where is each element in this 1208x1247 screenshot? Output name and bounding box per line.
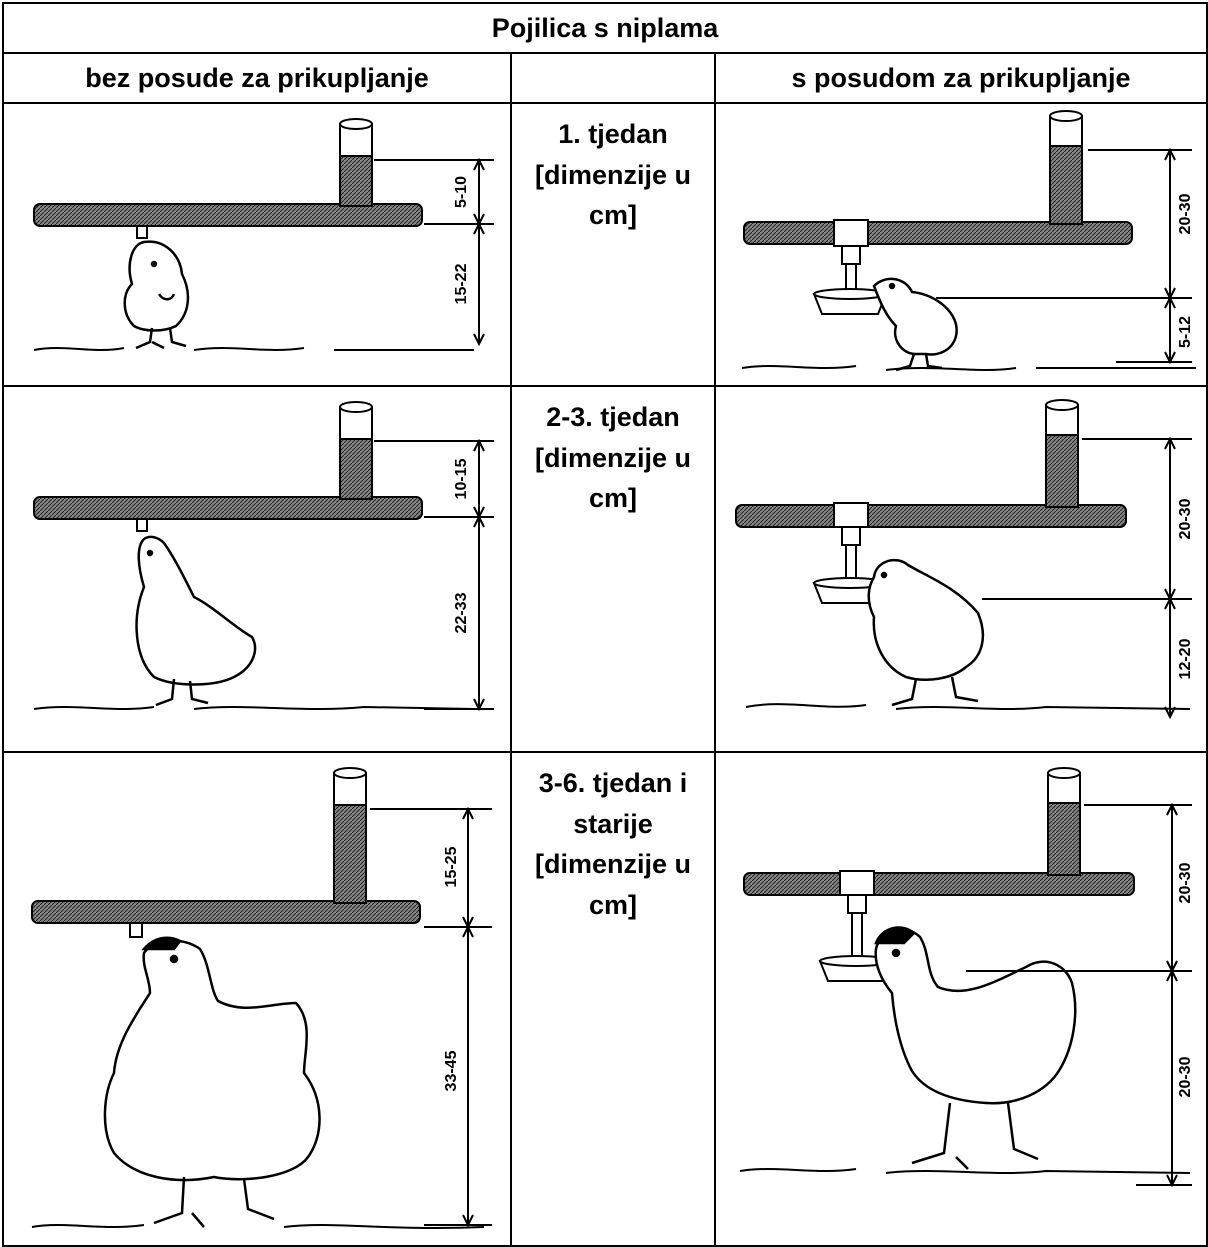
ground-line: [741, 365, 1196, 371]
dimension-arrow-icon: [370, 806, 492, 1228]
water-pipe-icon: [31, 767, 421, 924]
drinker-diagram: 20-30 20-30: [739, 767, 1194, 1188]
nipple-drinker-icon: [136, 518, 148, 532]
dimension-label: 20-30: [1177, 1056, 1194, 1097]
illustration-without-cup-week2-3: 10-15 22-33: [2, 385, 512, 753]
drinker-diagram: 5-10 15-22: [33, 118, 494, 351]
age-label: 1. tjedan: [558, 119, 668, 149]
drinker-diagram: 20-30 12-20: [735, 399, 1194, 720]
dimension-arrow-icon: [982, 436, 1192, 720]
table-title: Pojilica s niplama: [1, 2, 1208, 54]
age-cell-week1: 1. tjedan [dimenzije u cm]: [510, 102, 716, 387]
age-note: cm]: [588, 889, 637, 920]
dimension-label: 15-25: [443, 846, 460, 887]
water-pipe-icon: [33, 118, 423, 227]
dimension-label: 20-30: [1177, 498, 1194, 539]
age-note: cm]: [588, 483, 637, 513]
dimension-label: 12-20: [1177, 638, 1194, 679]
age-note: [dimenzije u: [534, 442, 691, 473]
nipple-drinker-icon: [129, 922, 143, 938]
water-pipe-icon: [735, 399, 1127, 528]
dimension-label: 5-10: [453, 176, 470, 208]
ground-line: [739, 1168, 1191, 1174]
ground-line: [33, 347, 474, 351]
illustration-with-cup-week2-3: 20-30 12-20: [713, 385, 1208, 753]
dimension-label: 22-33: [453, 592, 470, 633]
dimension-label: 20-30: [1177, 193, 1194, 234]
age-label: 2-3. tjedan: [546, 402, 680, 432]
header-without-cup: bez posude za prikupljanje: [2, 52, 512, 104]
nipple-drinker-icon: [833, 502, 869, 586]
water-pipe-icon: [743, 110, 1133, 245]
illustration-without-cup-week1: 5-10 15-22: [2, 102, 512, 387]
table-row: 15-25 33-45 3-6. tjedan i starije [dimen…: [2, 751, 1208, 1247]
illustration-without-cup-week3-6: 15-25 33-45: [2, 751, 512, 1247]
ground-line: [745, 703, 1191, 710]
age-label: starije: [573, 808, 653, 839]
dimension-arrow-icon: [966, 802, 1192, 1188]
drinker-diagram: 15-25 33-45: [31, 767, 492, 1229]
chick-icon: [872, 277, 958, 372]
table-row: 10-15 22-33 2-3. tjedan [dimenzije u cm]: [2, 385, 1208, 753]
ground-line: [33, 705, 475, 710]
age-label: 3-6. tjedan i: [538, 768, 688, 798]
chick-icon: [123, 240, 190, 350]
drinker-diagram: 10-15 22-33: [33, 401, 494, 712]
age-note: cm]: [588, 200, 637, 230]
drip-cup-icon: [812, 288, 888, 315]
water-pipe-icon: [743, 767, 1135, 896]
nipple-drinker-icon: [839, 870, 875, 964]
young-chicken-icon: [135, 535, 257, 707]
ground-line: [31, 1224, 485, 1229]
dimension-arrow-icon: [374, 157, 494, 347]
dimension-label: 33-45: [443, 1050, 460, 1091]
hen-icon: [103, 936, 321, 1228]
hen-icon: [874, 926, 1077, 1170]
dimension-arrow-icon: [936, 147, 1192, 365]
drinker-diagram: 20-30 5-12: [741, 110, 1196, 372]
illustration-with-cup-week1: 20-30 5-12: [713, 102, 1208, 387]
dimension-label: 5-12: [1177, 316, 1194, 348]
nipple-drinker-icon: [136, 225, 148, 239]
header-with-cup: s posudom za prikupljanje: [713, 52, 1208, 104]
dimension-arrow-icon: [374, 438, 494, 712]
dimension-label: 10-15: [453, 458, 470, 499]
illustration-with-cup-week3-6: 20-30 20-30: [713, 751, 1208, 1247]
age-cell-week2-3: 2-3. tjedan [dimenzije u cm]: [510, 385, 716, 753]
age-note: [dimenzije u: [534, 849, 691, 879]
age-cell-week3-6: 3-6. tjedan i starije [dimenzije u cm]: [510, 751, 716, 1247]
age-note: [dimenzije u: [534, 159, 691, 190]
nipple-drinker-icon: [833, 219, 869, 297]
table-row: 5-10 15-22 1. tjedan [dimenzije u cm]: [2, 102, 1208, 387]
dimension-label: 20-30: [1177, 862, 1194, 903]
young-chicken-icon: [867, 558, 985, 707]
water-pipe-icon: [33, 401, 423, 520]
header-middle-empty: [510, 52, 716, 104]
dimension-label: 15-22: [453, 263, 470, 304]
